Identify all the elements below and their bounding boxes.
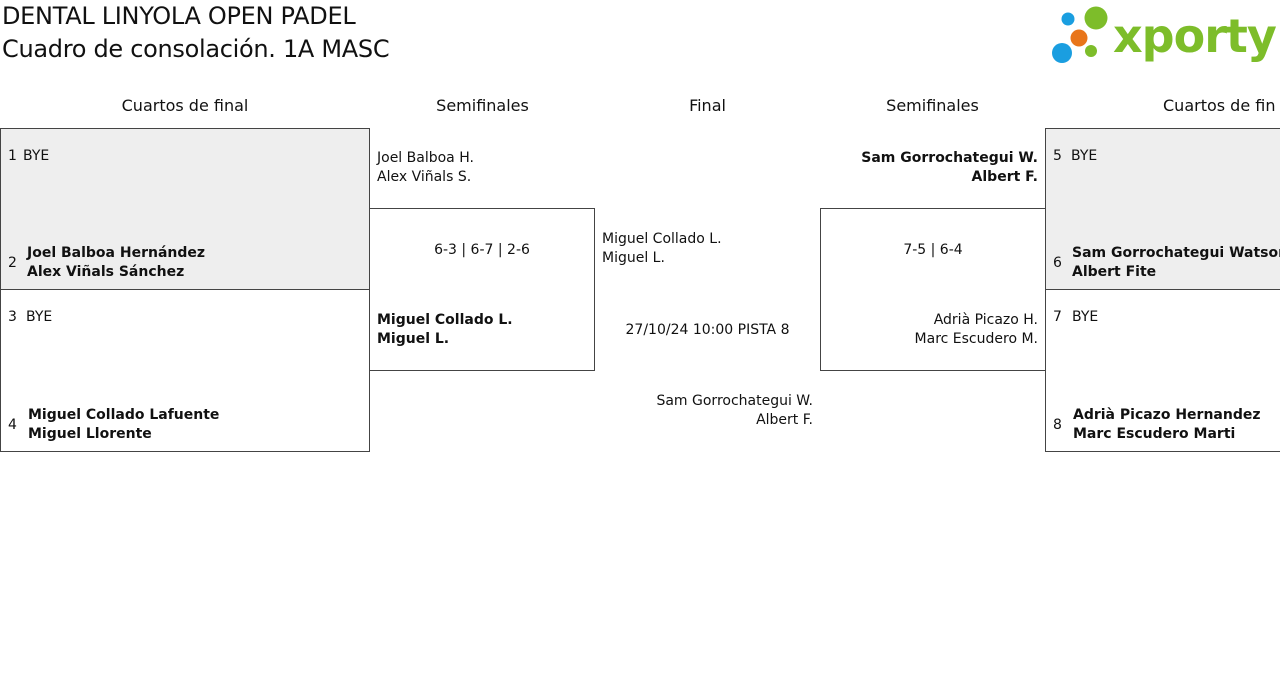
right-semi-team-b: Adrià Picazo H. Marc Escudero M. [915,311,1038,349]
seed-number: 5 [1053,148,1062,164]
team-name: BYE [26,309,53,325]
player-name: Albert F. [756,412,813,428]
player-name: Albert Fite [1072,264,1157,280]
seed-number: 1 [8,148,17,164]
right-semi-match[interactable]: 7-5 | 6-4 Adrià Picazo H. Marc Escudero … [820,208,1046,371]
logo-dots-icon [1052,6,1108,63]
player-name: Sam Gorrochategui W. [861,150,1038,166]
match-score: 7-5 | 6-4 [903,242,963,258]
player-name: Miguel Llorente [28,426,152,442]
team-name: BYE [1072,309,1099,325]
player-name: Miguel Collado L. [377,312,513,328]
left-semi-team-a: Joel Balboa H. Alex Viñals S. [377,149,474,187]
col-final: Final [689,96,726,115]
right-semi-team-a: Sam Gorrochategui W. Albert F. [861,149,1038,187]
team-name: BYE [23,148,50,164]
player-name: Miguel L. [602,250,665,266]
tournament-title: DENTAL LINYOLA OPEN PADEL [2,2,356,30]
bracket-subtitle: Cuadro de consolación. 1A MASC [2,35,390,63]
left-semi-match[interactable]: 6-3 | 6-7 | 2-6 Miguel Collado L. Miguel… [369,208,595,371]
final-schedule: 27/10/24 10:00 PISTA 8 [625,322,790,338]
player-name: Miguel Collado Lafuente [28,407,220,423]
match-score: 6-3 | 6-7 | 2-6 [434,242,530,258]
player-name: Marc Escudero Marti [1073,426,1236,442]
player-name: Marc Escudero M. [914,331,1038,347]
seed-number: 2 [8,255,17,271]
player-name: Joel Balboa Hernández [27,245,206,261]
logo-wordmark: xporty [1113,9,1277,63]
right-quarter-match-1[interactable]: 5 BYE 6 Sam Gorrochategui Watson Albert … [1045,128,1280,290]
seed-number: 7 [1053,309,1062,325]
player-name: Joel Balboa H. [377,150,474,166]
xporty-logo: xporty [1050,2,1280,68]
player-name: Albert F. [971,169,1038,185]
player-name: Sam Gorrochategui W. [656,393,813,409]
player-name: Alex Viñals S. [377,169,472,185]
left-quarter-match-1[interactable]: 1 BYE 2 Joel Balboa Hernández Alex Viñal… [0,128,370,290]
right-quarter-match-2[interactable]: 7 BYE 8 Adrià Picazo Hernandez Marc Escu… [1045,289,1280,452]
seed-number: 3 [8,309,17,325]
seed-number: 8 [1053,417,1062,433]
col-left-quarters: Cuartos de final [121,96,249,115]
player-name: Miguel Collado L. [602,231,722,247]
col-left-semis: Semifinales [436,96,529,115]
left-semi-team-b: Miguel Collado L. Miguel L. [377,311,513,349]
final-team-a: Miguel Collado L. Miguel L. [602,230,722,268]
player-name: Miguel L. [377,331,450,347]
player-name: Alex Viñals Sánchez [27,264,185,280]
player-name: Sam Gorrochategui Watson [1072,245,1280,261]
team-name: BYE [1071,148,1098,164]
left-quarter-match-2[interactable]: 3 BYE 4 Miguel Collado Lafuente Miguel L… [0,289,370,452]
col-right-quarters: Cuartos de fin [1163,96,1276,115]
player-name: Adrià Picazo H. [933,312,1038,328]
final-team-b: Sam Gorrochategui W. Albert F. [656,392,813,430]
player-name: Adrià Picazo Hernandez [1073,407,1261,423]
col-right-semis: Semifinales [886,96,979,115]
seed-number: 4 [8,417,17,433]
seed-number: 6 [1053,255,1062,271]
